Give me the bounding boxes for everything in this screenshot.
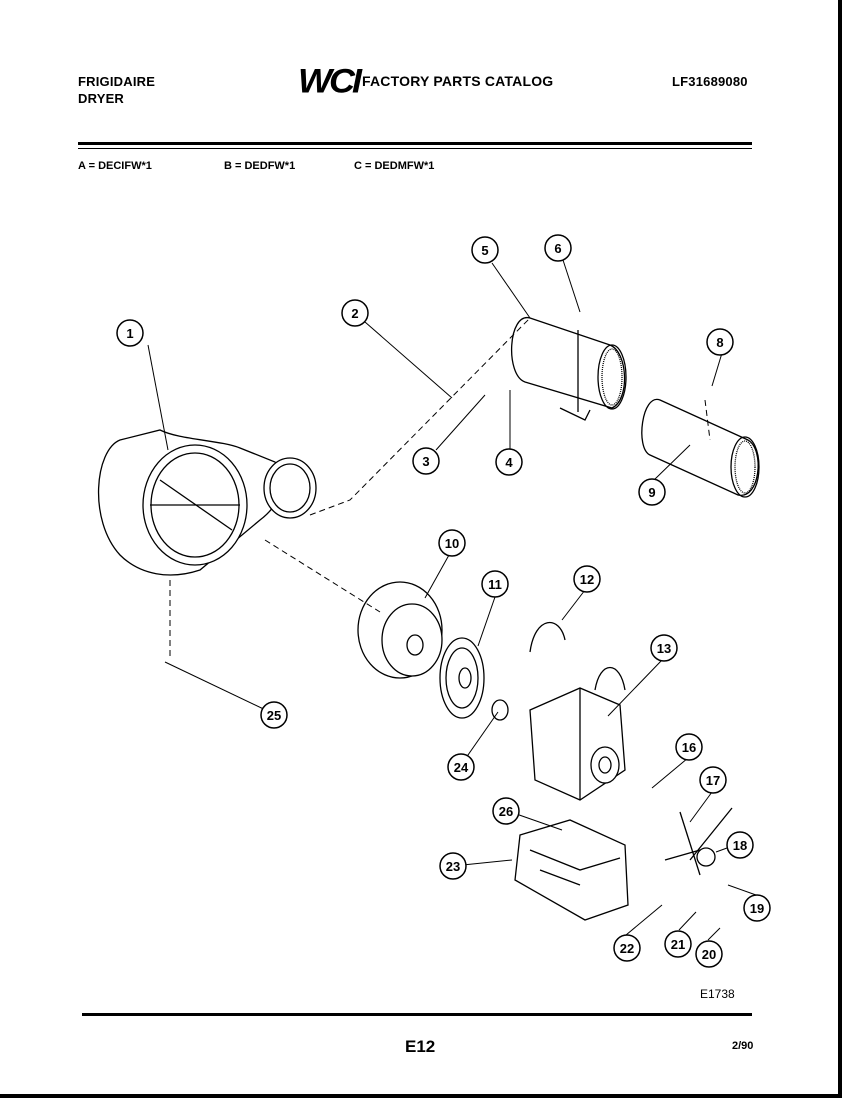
svg-text:24: 24 (454, 760, 469, 775)
callout-3: 3 (412, 447, 440, 475)
callout-20: 20 (695, 940, 723, 968)
svg-text:12: 12 (580, 572, 594, 587)
callout-22: 22 (613, 934, 641, 962)
bearing (491, 699, 509, 721)
callout-18: 18 (726, 831, 754, 859)
svg-text:10: 10 (445, 536, 459, 551)
svg-text:21: 21 (671, 937, 685, 952)
model-b: B = DEDFW*1 (224, 160, 296, 172)
idler-assembly (664, 807, 733, 876)
callout-2: 2 (341, 299, 369, 327)
catalog-part-number: LF31689080 (672, 74, 748, 89)
heater-housing (510, 317, 627, 421)
svg-text:16: 16 (682, 740, 696, 755)
seal-plate (439, 637, 485, 719)
blower-wheel (357, 581, 443, 679)
model-a: A = DECIFW*1 (78, 160, 152, 172)
callout-10: 10 (438, 529, 466, 557)
svg-text:25: 25 (267, 708, 281, 723)
callout-17: 17 (699, 766, 727, 794)
callout-23: 23 (439, 852, 467, 880)
svg-text:26: 26 (499, 804, 513, 819)
callout-21: 21 (664, 930, 692, 958)
callout-8: 8 (706, 328, 734, 356)
callout-5: 5 (471, 236, 499, 264)
appliance-type: DRYER (78, 91, 125, 106)
svg-text:18: 18 (733, 838, 747, 853)
model-c: C = DEDMFW*1 (354, 160, 435, 172)
callout-4: 4 (495, 448, 523, 476)
svg-text:20: 20 (702, 947, 716, 962)
callout-11: 11 (481, 570, 509, 598)
drawing-code: E1738 (700, 987, 735, 1001)
svg-text:22: 22 (620, 941, 634, 956)
callout-13: 13 (650, 634, 678, 662)
motor-mount (514, 819, 629, 921)
callout-12: 12 (573, 565, 601, 593)
svg-text:4: 4 (505, 455, 513, 470)
svg-text:6: 6 (554, 241, 561, 256)
callout-6: 6 (544, 234, 572, 262)
svg-text:13: 13 (657, 641, 671, 656)
drive-motor (529, 687, 626, 801)
svg-text:17: 17 (706, 773, 720, 788)
svg-text:2: 2 (351, 306, 358, 321)
catalog-title: FACTORY PARTS CATALOG (362, 73, 554, 89)
callout-16: 16 (675, 733, 703, 761)
motor-clamp-13 (594, 667, 626, 691)
callout-19: 19 (743, 894, 771, 922)
header-rule-thin (78, 148, 752, 149)
heater-element (641, 399, 760, 498)
brand-name: FRIGIDAIRE (78, 74, 156, 89)
footer-rule (82, 1013, 752, 1016)
svg-text:1: 1 (126, 326, 133, 341)
callout-25: 25 (260, 701, 288, 729)
callout-26: 26 (492, 797, 520, 825)
header-rule (78, 142, 752, 145)
svg-text:19: 19 (750, 901, 764, 916)
motor-clamp-12 (529, 622, 566, 653)
page-number: E12 (405, 1037, 436, 1056)
svg-text:23: 23 (446, 859, 460, 874)
wci-logo: WCI (298, 61, 362, 100)
blower-housing (97, 429, 317, 576)
callout-1: 1 (116, 319, 144, 347)
callout-24: 24 (447, 753, 475, 781)
svg-text:11: 11 (488, 577, 502, 592)
svg-text:9: 9 (648, 485, 655, 500)
svg-text:8: 8 (716, 335, 723, 350)
svg-text:5: 5 (481, 243, 488, 258)
callout-9: 9 (638, 478, 666, 506)
revision-date: 2/90 (732, 1040, 754, 1052)
svg-text:3: 3 (422, 454, 429, 469)
